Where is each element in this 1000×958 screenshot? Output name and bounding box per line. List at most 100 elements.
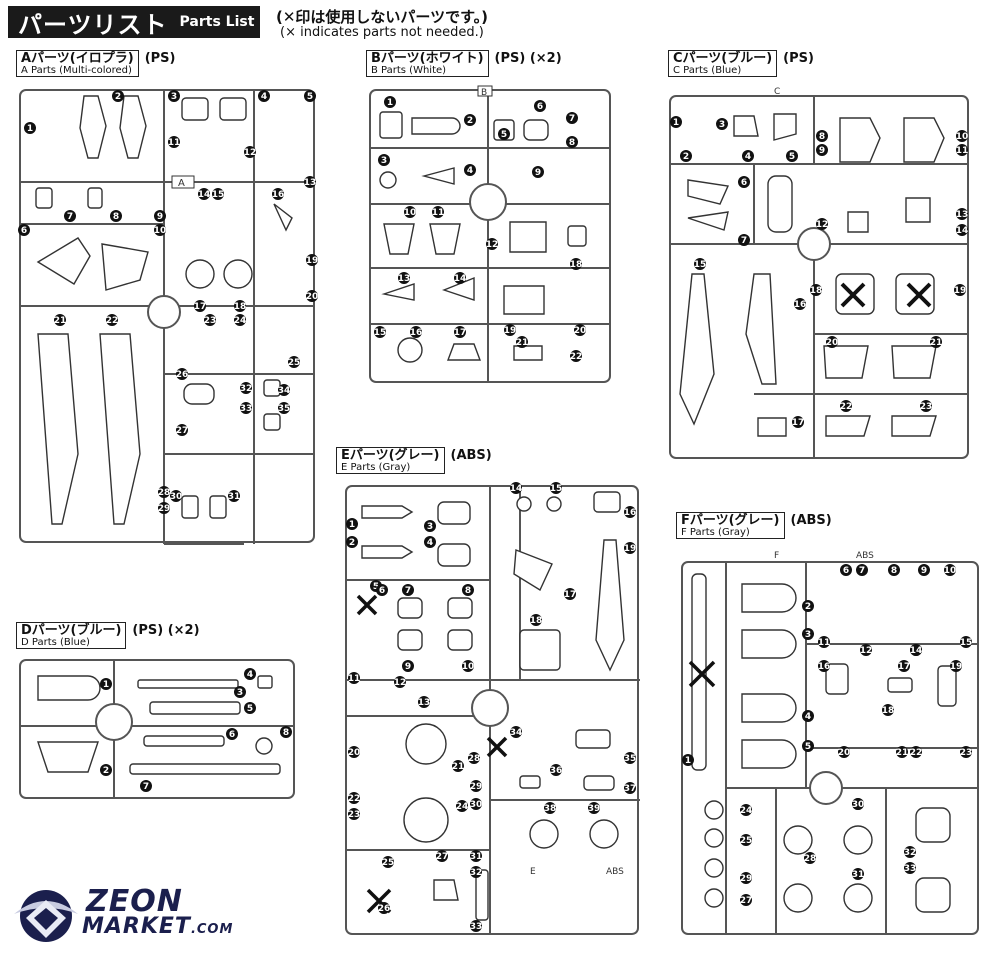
part-number-badge — [786, 150, 798, 162]
sprue-c-letter: C — [774, 87, 780, 97]
part-number-badge — [816, 144, 828, 156]
part-number-label: 18 — [810, 286, 823, 296]
part-number-label: 16 — [272, 190, 285, 200]
set-b-label-jp: Bパーツ(ホワイト) — [371, 51, 484, 66]
part-number-badge — [24, 122, 36, 134]
part-number-label: 31 — [228, 492, 241, 502]
part-number-badge — [346, 536, 358, 548]
part-number-badge — [424, 536, 436, 548]
part-number-badge — [348, 672, 360, 684]
part-number-badge — [566, 112, 578, 124]
part-number-label: 24 — [456, 802, 469, 812]
part-number-label: 30 — [170, 492, 183, 502]
set-c-label-jp: Cパーツ(ブルー) — [673, 51, 773, 66]
part-number-badge — [18, 224, 30, 236]
part-number-label: 4 — [805, 712, 811, 722]
part-number-badge — [904, 846, 916, 858]
part-number-label: 2 — [467, 116, 473, 126]
part-number-badge — [374, 326, 386, 338]
part-number-badge — [826, 336, 838, 348]
part-number-label: 14 — [956, 226, 969, 236]
part-number-badge — [904, 862, 916, 874]
part-number-label: 13 — [304, 178, 317, 188]
part-number-label: 21 — [896, 748, 909, 758]
part-number-label: 19 — [306, 256, 319, 266]
set-d-extra: (PS) (×2) — [132, 623, 200, 638]
part-number-label: 12 — [394, 678, 407, 688]
part-number-label: 20 — [306, 292, 319, 302]
part-number-badge — [454, 326, 466, 338]
part-number-label: 16 — [624, 508, 637, 518]
part-number-label: 6 — [843, 566, 849, 576]
part-number-label: 21 — [452, 762, 465, 772]
part-number-label: 10 — [956, 132, 969, 142]
note-jp: (✕印は使用しないパーツです。) — [276, 8, 488, 26]
part-number-label: 13 — [398, 274, 411, 284]
part-number-badge — [882, 704, 894, 716]
set-e-extra: (ABS) — [450, 448, 492, 463]
part-number-badge — [956, 130, 968, 142]
set-header-f: Fパーツ(グレー)F Parts (Gray)(ABS) — [676, 512, 832, 540]
part-number-badge — [570, 258, 582, 270]
part-number-badge — [802, 710, 814, 722]
part-number-badge — [226, 728, 238, 740]
part-number-badge — [950, 660, 962, 672]
part-number-label: 1 — [349, 520, 355, 530]
part-number-badge — [910, 644, 922, 656]
part-number-badge — [306, 290, 318, 302]
part-number-badge — [194, 300, 206, 312]
part-number-badge — [464, 114, 476, 126]
part-number-label: 6 — [21, 226, 27, 236]
set-f-label-en: F Parts (Gray) — [681, 526, 750, 538]
part-number-label: 25 — [288, 358, 301, 368]
part-number-badge — [550, 764, 562, 776]
set-b-label-en: B Parts (White) — [371, 64, 447, 76]
part-number-badge — [418, 696, 430, 708]
set-d-label-en: D Parts (Blue) — [21, 636, 90, 648]
part-number-badge — [740, 872, 752, 884]
part-number-badge — [110, 210, 122, 222]
part-number-badge — [384, 96, 396, 108]
part-number-label: 2 — [683, 152, 689, 162]
part-number-label: 10 — [944, 566, 957, 576]
part-number-badge — [550, 482, 562, 494]
part-number-label: 8 — [465, 586, 471, 596]
part-number-badge — [738, 234, 750, 246]
part-number-label: 4 — [427, 538, 433, 548]
part-number-label: 20 — [838, 748, 851, 758]
part-number-label: 8 — [283, 728, 289, 738]
part-number-label: 9 — [405, 662, 411, 672]
sprue-a-letter: A — [178, 178, 185, 189]
part-number-badge — [228, 490, 240, 502]
part-number-badge — [258, 90, 270, 102]
part-number-badge — [244, 668, 256, 680]
part-number-badge — [852, 868, 864, 880]
part-number-badge — [348, 746, 360, 758]
part-number-badge — [956, 144, 968, 156]
logo-market: MARKET.COM — [82, 914, 233, 939]
set-f-label-jp: Fパーツ(グレー) — [681, 513, 780, 528]
part-number-label: 19 — [624, 544, 637, 554]
part-number-label: 14 — [910, 646, 923, 656]
part-number-badge — [624, 752, 636, 764]
part-number-badge — [456, 800, 468, 812]
part-number-badge — [624, 782, 636, 794]
part-number-label: 4 — [247, 670, 253, 680]
part-number-label: 6 — [537, 102, 543, 112]
part-number-label: 9 — [921, 566, 927, 576]
part-number-badge — [840, 400, 852, 412]
part-number-badge — [624, 506, 636, 518]
note-en: (× indicates parts not needed.) — [280, 25, 484, 40]
part-number-badge — [454, 272, 466, 284]
part-number-label: 5 — [501, 130, 507, 140]
part-number-label: 4 — [261, 92, 267, 102]
part-number-label: 1 — [387, 98, 393, 108]
part-number-badge — [802, 740, 814, 752]
part-number-badge — [810, 284, 822, 296]
part-number-badge — [378, 902, 390, 914]
part-number-label: 25 — [382, 858, 395, 868]
part-number-label: 11 — [348, 674, 361, 684]
